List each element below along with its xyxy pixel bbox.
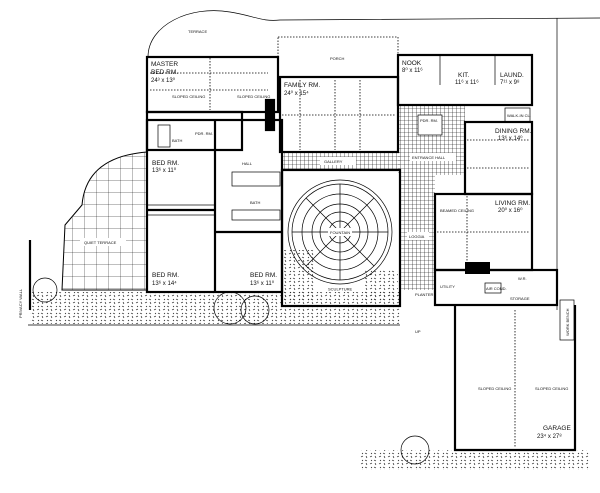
utility-label: UTILITY	[440, 284, 455, 289]
walk-in-label: WALK-IN CL.	[507, 113, 531, 118]
ceiling-note: SLOPED CEILING	[478, 386, 511, 391]
dining-dim: 13⁶ x 14⁰	[498, 135, 523, 142]
bath-master-label: BATH	[172, 138, 182, 143]
laundry-dim: 7¹¹ x 9⁸	[500, 79, 520, 86]
up-label: UP	[415, 329, 421, 334]
master-label-2: BED RM.	[151, 69, 178, 76]
air-cond-label: AIR COND.	[486, 286, 507, 291]
family-dim: 24⁰ x 15⁴	[284, 90, 309, 97]
nook-dim: 8⁰ x 11⁶	[402, 67, 423, 74]
air-conditioner	[484, 282, 502, 294]
ceiling-note: SLOPED CEILING	[237, 94, 270, 99]
nook-label: NOOK	[402, 60, 422, 67]
bath-label: BATH	[250, 200, 260, 205]
ceiling-note: SLOPED CEILING	[535, 386, 568, 391]
master-dim: 24³ x 13⁰	[151, 77, 176, 84]
living-dim: 20⁰ x 16⁰	[498, 207, 523, 214]
powder-room-right	[417, 114, 443, 136]
ceiling-note: SLOPED CEILING	[172, 94, 205, 99]
fountain: FOUNTAIN	[287, 179, 393, 285]
bed1-dim: 13⁶ x 11⁰	[152, 167, 177, 174]
storage-label: STORAGE	[510, 296, 530, 301]
powder-label: PDR. RM.	[195, 131, 213, 136]
porch-label: PORCH	[330, 56, 345, 61]
laundry-label: LAUND.	[500, 72, 524, 79]
bed3-dim: 13⁶ x 11⁰	[250, 280, 275, 287]
wr-label: W.R.	[518, 276, 527, 281]
powder-right-label: PDR. RM.	[420, 118, 438, 123]
kitchen-label: KIT.	[458, 72, 469, 79]
work-bench-label: WORK BENCH	[565, 308, 570, 336]
loggia-label: LOGGIA	[409, 234, 425, 239]
kitchen-dim: 11⁶ x 11⁶	[455, 79, 479, 86]
quiet-terrace	[61, 151, 148, 291]
terrace-label: TERRACE	[188, 29, 207, 34]
living-label: LIVING RM.	[495, 200, 530, 207]
garage-label: GARAGE	[543, 425, 571, 432]
bed2-label: BED RM.	[152, 272, 179, 279]
planting-strip	[30, 292, 400, 324]
fireplace	[465, 262, 490, 274]
dining-label: DINING RM.	[495, 128, 532, 135]
sculpture-label: SCULPTURE	[328, 287, 353, 292]
bed1-label: BED RM.	[152, 160, 179, 167]
terrace-outline	[147, 10, 600, 58]
utility-block	[433, 268, 559, 307]
bed3-label: BED RM.	[250, 272, 277, 279]
quiet-terrace-label: QUIET TERRACE	[84, 240, 117, 245]
bed2-dim: 13⁶ x 14⁴	[152, 280, 177, 287]
work-bench	[559, 299, 575, 341]
privacy-wall-label: PRIVACY WALL	[18, 288, 23, 318]
entrance-hall-label: ENTRANCE HALL	[412, 155, 446, 160]
fountain-label: FOUNTAIN	[330, 230, 350, 235]
gallery-label: GALLERY	[324, 159, 343, 164]
sculpture-label-bg	[326, 285, 356, 292]
family-label: FAMILY RM.	[284, 82, 320, 89]
master-label: MASTER	[151, 61, 178, 68]
hall-label: HALL	[242, 161, 253, 166]
ceiling-note: BEAMED CEILING	[440, 208, 474, 213]
garage-dim: 23⁴ x 27⁸	[537, 433, 562, 440]
planter-label: PLANTER	[415, 292, 434, 297]
